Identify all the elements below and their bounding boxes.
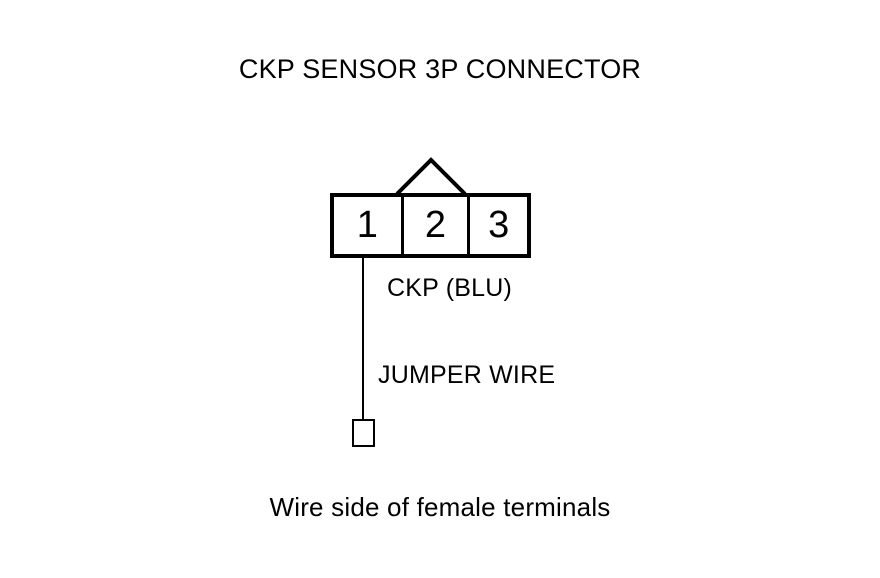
connector-latch-tab-icon: [395, 157, 467, 196]
ckp-3p-connector-body[interactable]: 1 2 3: [330, 193, 531, 258]
pin-3-number: 3: [488, 203, 510, 246]
connector-pin-1[interactable]: 1: [334, 197, 401, 254]
connector-pin-2[interactable]: 2: [400, 197, 468, 254]
jumper-wire-line: [362, 256, 364, 421]
jumper-wire-label: JUMPER WIRE: [378, 361, 556, 389]
page-title: CKP SENSOR 3P CONNECTOR: [238, 54, 642, 84]
connector-pin-3[interactable]: 3: [467, 197, 527, 254]
diagram-caption: Wire side of female terminals: [269, 492, 611, 522]
jumper-wire-terminal-end: [352, 419, 375, 447]
pin-2-number: 2: [424, 203, 447, 246]
ckp-wire-label: CKP (BLU): [387, 274, 512, 302]
pin-1-number: 1: [356, 203, 378, 246]
